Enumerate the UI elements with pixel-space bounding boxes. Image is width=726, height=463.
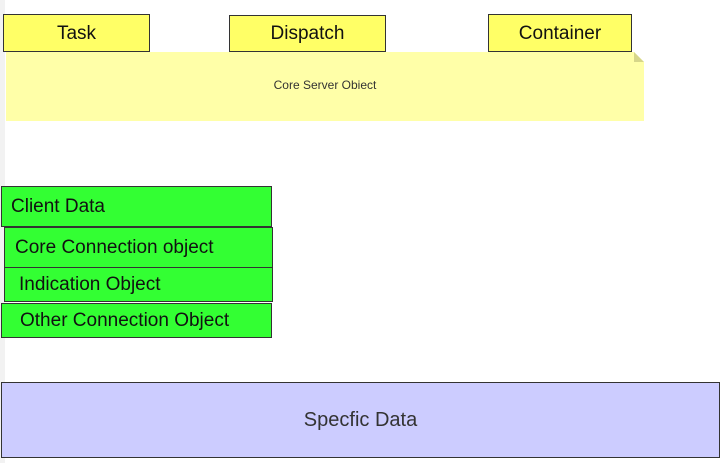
dispatch-box: Dispatch <box>229 15 386 52</box>
specific-data-box: Specfic Data <box>1 382 720 458</box>
task-box: Task <box>3 14 150 52</box>
client-data-box: Client Data <box>1 186 272 227</box>
note-folded-corner <box>634 52 644 62</box>
core-server-object-note <box>6 52 644 121</box>
container-box: Container <box>488 14 632 52</box>
other-connection-object-box: Other Connection Object <box>1 303 272 338</box>
core-connection-object-box: Core Connection object <box>4 227 273 268</box>
indication-object-box: Indication Object <box>4 267 273 302</box>
core-server-object-label: Core Server Obiect <box>273 78 377 92</box>
